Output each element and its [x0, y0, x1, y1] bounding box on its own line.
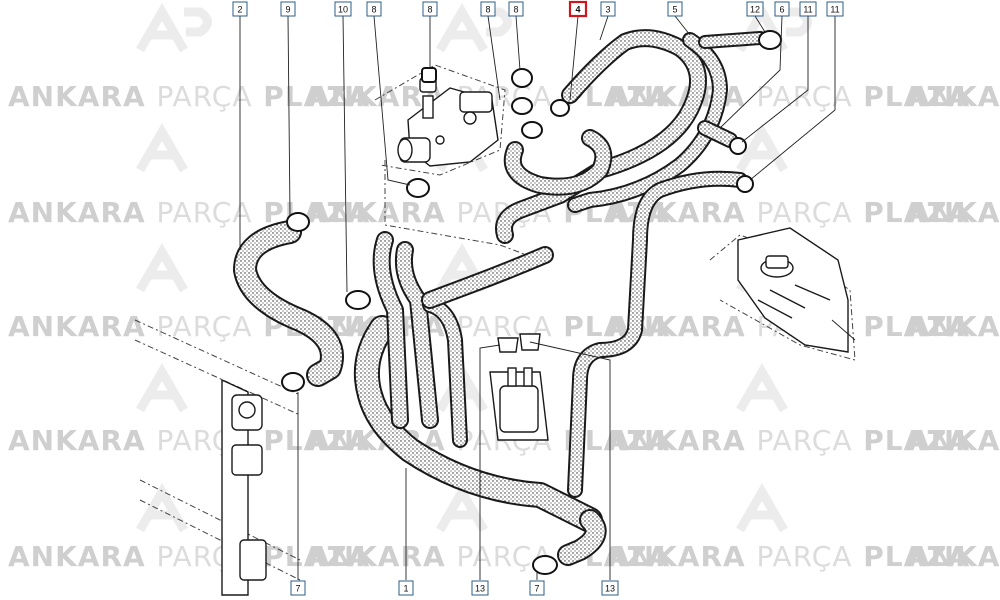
callout-7b[interactable]: 7	[529, 580, 545, 596]
callout-10[interactable]: 10	[334, 1, 352, 17]
svg-text:ANKARA PARÇA PLAZA: ANKARA PARÇA PLAZA	[608, 196, 970, 229]
svg-text:ANKARA PARÇA PLAZA: ANKARA PARÇA PLAZA	[8, 80, 370, 113]
callout-11b[interactable]: 11	[826, 1, 844, 17]
callout-4-highlighted[interactable]: 4	[568, 0, 588, 18]
watermark-text: ANKARA PARÇA PLAZA ANKARA PARÇA PLAZA AN…	[8, 80, 1000, 573]
callout-1[interactable]: 1	[398, 580, 414, 596]
callout-7a[interactable]: 7	[290, 580, 306, 596]
clamp-7a-icon	[281, 372, 305, 392]
svg-text:ANKA: ANKA	[908, 80, 1000, 113]
callout-13b[interactable]: 13	[601, 580, 619, 596]
clamp-8b-icon	[511, 68, 533, 88]
hoses	[233, 29, 767, 566]
callout-8b[interactable]: 8	[422, 1, 438, 17]
clamp-11b-icon	[736, 175, 754, 193]
clamp-8d-icon	[521, 121, 543, 139]
clamp-7b-icon	[532, 555, 558, 575]
oil-cooler	[489, 333, 549, 441]
clamp-8-cap-icon	[421, 67, 437, 83]
svg-text:8: 8	[513, 5, 518, 15]
svg-text:ANKARA PARÇA PLAZA: ANKARA PARÇA PLAZA	[8, 424, 370, 457]
svg-text:ANKARA PARÇA PLAZA: ANKARA PARÇA PLAZA	[608, 424, 970, 457]
svg-text:8: 8	[427, 5, 432, 15]
clamp-8a-icon	[406, 178, 430, 198]
svg-text:ANKA: ANKA	[908, 310, 1000, 343]
callout-8c[interactable]: 8	[480, 1, 496, 17]
svg-text:2: 2	[237, 5, 242, 15]
svg-text:ANKA: ANKA	[908, 196, 1000, 229]
svg-text:1: 1	[403, 584, 408, 594]
svg-text:7: 7	[295, 584, 300, 594]
callout-11a[interactable]: 11	[799, 1, 817, 17]
svg-text:3: 3	[605, 5, 610, 15]
radiator	[134, 319, 301, 596]
svg-text:8: 8	[485, 5, 490, 15]
callout-2[interactable]: 2	[232, 1, 248, 17]
clamp-9-icon	[286, 212, 310, 232]
expansion-tank	[709, 227, 856, 361]
svg-text:8: 8	[371, 5, 376, 15]
svg-text:10: 10	[338, 5, 348, 15]
svg-text:9: 9	[285, 5, 290, 15]
callout-3[interactable]: 3	[600, 1, 616, 17]
callout-12[interactable]: 12	[746, 1, 764, 17]
clamp-8c-icon	[511, 97, 533, 115]
leader-lines	[239, 15, 836, 580]
svg-text:ANKARA PARÇA PLAZA: ANKARA PARÇA PLAZA	[608, 540, 970, 573]
svg-text:6: 6	[779, 5, 784, 15]
clamp-4-icon	[550, 99, 570, 117]
svg-text:ANKA: ANKA	[908, 424, 1000, 457]
svg-text:12: 12	[750, 5, 760, 15]
callout-13a[interactable]: 13	[471, 580, 489, 596]
svg-text:ANKARA PARÇA PLAZA: ANKARA PARÇA PLAZA	[8, 196, 370, 229]
svg-text:7: 7	[534, 584, 539, 594]
svg-text:13: 13	[605, 584, 615, 594]
callout-8d[interactable]: 8	[508, 1, 524, 17]
svg-text:13: 13	[475, 584, 485, 594]
callout-6[interactable]: 6	[774, 1, 790, 17]
clamp-10-icon	[345, 290, 371, 310]
svg-text:11: 11	[803, 5, 812, 15]
callout-8a[interactable]: 8	[366, 1, 382, 17]
callout-9[interactable]: 9	[280, 1, 296, 17]
callout-5[interactable]: 5	[667, 1, 683, 17]
svg-text:4: 4	[575, 5, 580, 15]
clamp-12-icon	[758, 30, 782, 50]
clamps	[281, 30, 782, 575]
svg-text:ANKAR: ANKAR	[908, 540, 1000, 573]
svg-text:5: 5	[672, 5, 677, 15]
svg-text:11: 11	[830, 5, 839, 15]
